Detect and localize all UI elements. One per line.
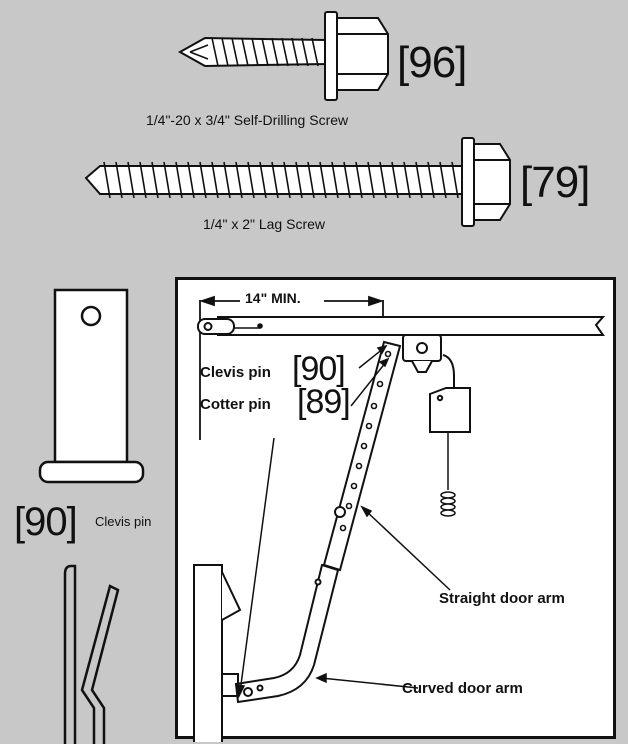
clevis-pin-label: Clevis pin (200, 364, 271, 381)
straight-door-arm-label: Straight door arm (439, 590, 565, 607)
curved-door-arm-label: Curved door arm (402, 680, 523, 697)
dimension-label: 14" MIN. (245, 290, 301, 306)
cotter-pin-label-number: [89] (297, 383, 351, 421)
trolley (402, 334, 455, 390)
screw-96-caption: 1/4"-20 x 3/4" Self-Drilling Screw (146, 112, 349, 128)
clevis-pin-part-number: [90] (14, 500, 78, 544)
clevis-pin-drawing (38, 288, 145, 484)
clevis-pin-caption: Clevis pin (95, 514, 152, 529)
door-arm-diagram (193, 295, 606, 742)
installation-panel: 14" MIN. Clevis pin [90] Cotter pin [89]… (175, 277, 616, 742)
straight-door-arm (322, 340, 402, 572)
cotter-pin-drawing (63, 564, 120, 744)
curved-door-arm (234, 563, 340, 704)
self-drilling-screw-drawing (177, 11, 389, 101)
door-section (193, 564, 242, 742)
release-handle (429, 387, 471, 517)
lag-screw-drawing (84, 137, 511, 227)
rail (197, 316, 606, 336)
cotter-pin-label: Cotter pin (200, 396, 271, 413)
screw-79-part-number: [79] (520, 158, 590, 207)
screw-96-part-number: [96] (397, 38, 467, 87)
clevis-pin-label-number: [90] (292, 350, 346, 388)
leader-lines (234, 344, 451, 699)
screw-79-caption: 1/4" x 2" Lag Screw (203, 216, 326, 232)
